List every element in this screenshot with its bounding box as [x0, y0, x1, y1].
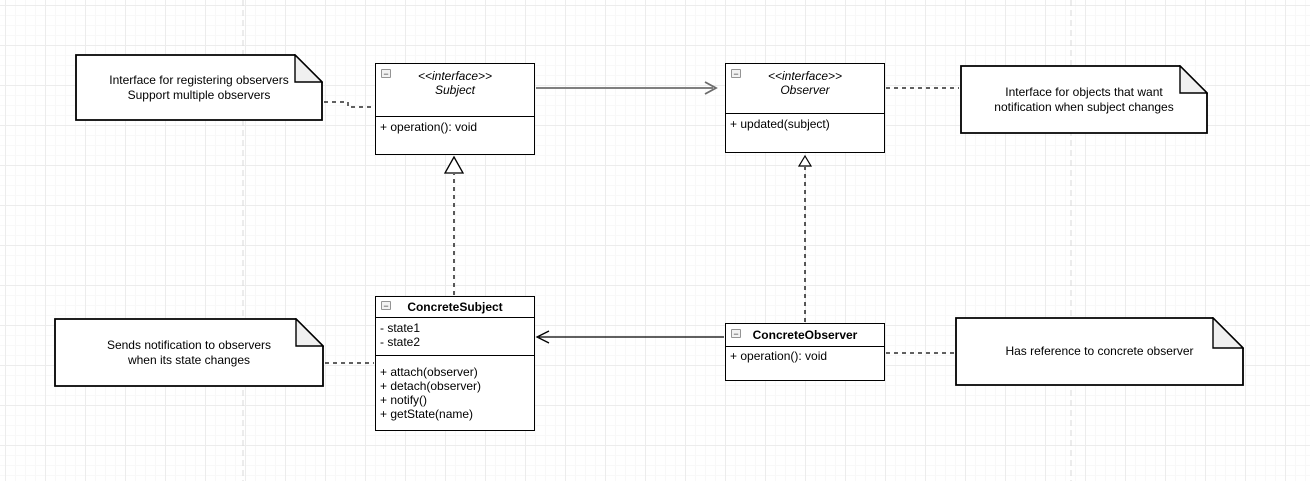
- note-shape: [960, 65, 1208, 134]
- note-line: Sends notification to observers: [106, 338, 272, 352]
- note-text: Sends notification to observers when its…: [54, 318, 324, 387]
- open-arrowhead-icon: [535, 330, 550, 344]
- collapse-icon[interactable]: −: [731, 329, 741, 339]
- open-arrowhead-icon: [704, 81, 718, 95]
- note-registering-observers[interactable]: Interface for registering observers Supp…: [75, 54, 323, 121]
- class-observer-stereotype: <<interface>>: [767, 69, 843, 83]
- class-concrete-subject-methods: + attach(observer) + detach(observer) + …: [376, 356, 534, 421]
- class-concrete-observer[interactable]: − ConcreteObserver + operation(): void: [725, 323, 885, 381]
- class-observer-name: Observer: [780, 83, 830, 97]
- hollow-triangle-arrowhead-icon: [443, 155, 465, 174]
- note-line: Support multiple observers: [127, 87, 271, 102]
- note-fold-icon: [1212, 317, 1244, 349]
- note-text: Has reference to concrete observer: [955, 317, 1244, 386]
- class-concrete-subject-name: ConcreteSubject: [407, 300, 503, 314]
- note-text: Interface for objects that want notifica…: [960, 65, 1208, 134]
- note-shape: [75, 54, 323, 121]
- note-line: Interface for registering observers: [109, 73, 289, 87]
- class-observer[interactable]: − <<interface>> Observer + updated(subje…: [725, 63, 885, 153]
- note-line: Has reference to concrete observer: [1005, 344, 1194, 359]
- collapse-icon[interactable]: −: [731, 69, 741, 79]
- class-concrete-subject[interactable]: − ConcreteSubject - state1 - state2 + at…: [375, 296, 535, 431]
- class-concrete-subject-header: − ConcreteSubject: [376, 297, 534, 319]
- note-fold-icon: [1179, 65, 1208, 94]
- class-concrete-observer-name: ConcreteObserver: [752, 328, 858, 342]
- class-subject-name: Subject: [434, 83, 476, 97]
- class-observer-methods: + updated(subject): [726, 114, 884, 132]
- class-concrete-observer-header: − ConcreteObserver: [726, 324, 884, 348]
- realization-concretesubject-subject[interactable]: [443, 155, 465, 295]
- note-link-registering-subject[interactable]: [324, 101, 374, 108]
- class-concrete-subject-fields: - state1 - state2: [376, 318, 534, 356]
- class-subject-stereotype: <<interface>>: [417, 69, 493, 83]
- method-line: + detach(observer): [380, 378, 482, 393]
- note-shape: [54, 318, 324, 387]
- class-concrete-observer-methods: + operation(): void: [726, 347, 884, 364]
- note-fold-icon: [294, 54, 323, 83]
- method-line: + getState(name): [380, 406, 474, 421]
- method-line: + notify(): [380, 392, 428, 407]
- note-line: Interface for objects that want: [1005, 85, 1163, 99]
- note-text: Interface for registering observers Supp…: [75, 54, 323, 121]
- class-subject-header: − <<interface>> Subject: [376, 64, 534, 118]
- method-line: + operation(): void: [730, 349, 828, 364]
- note-want-notification[interactable]: Interface for objects that want notifica…: [960, 65, 1208, 134]
- class-subject-methods: + operation(): void: [376, 117, 534, 135]
- note-shape: [955, 317, 1244, 386]
- method-line: + operation(): void: [380, 120, 478, 135]
- class-subject[interactable]: − <<interface>> Subject + operation(): v…: [375, 63, 535, 155]
- field-line: - state2: [380, 334, 421, 349]
- note-fold-icon: [295, 318, 324, 347]
- note-has-reference[interactable]: Has reference to concrete observer: [955, 317, 1244, 386]
- association-subject-observer[interactable]: [536, 81, 718, 95]
- page-boundary-line: [242, 0, 1072, 481]
- collapse-icon[interactable]: −: [381, 69, 391, 79]
- class-observer-header: − <<interface>> Observer: [726, 64, 884, 115]
- note-line: notification when subject changes: [994, 99, 1174, 114]
- realization-concreteobserver-observer[interactable]: [797, 154, 813, 322]
- method-line: + attach(observer): [380, 364, 478, 379]
- association-concreteobserver-concretesubject[interactable]: [535, 330, 724, 344]
- method-line: + updated(subject): [730, 117, 830, 132]
- note-sends-notification[interactable]: Sends notification to observers when its…: [54, 318, 324, 387]
- field-line: - state1: [380, 321, 421, 336]
- note-line: when its state changes: [127, 352, 251, 367]
- hollow-triangle-arrowhead-icon: [797, 154, 813, 167]
- collapse-icon[interactable]: −: [381, 301, 391, 311]
